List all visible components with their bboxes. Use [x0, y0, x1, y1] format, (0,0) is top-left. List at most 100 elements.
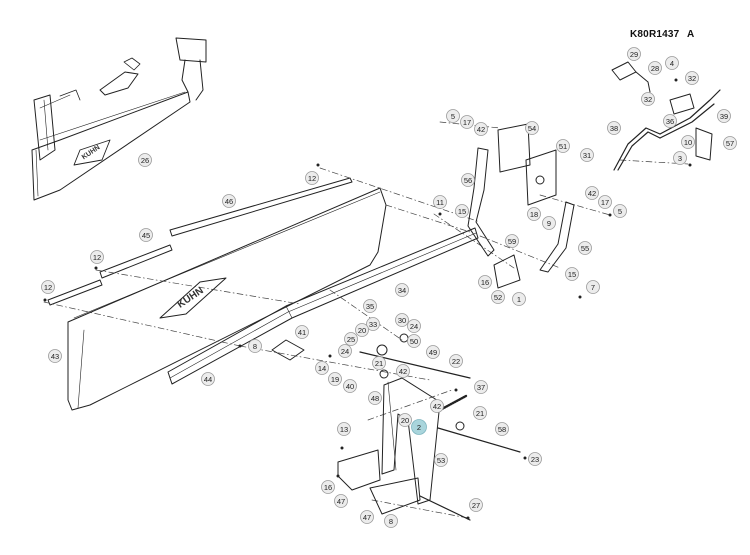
callout-21[interactable]: 21	[372, 356, 386, 370]
callout-15[interactable]: 15	[455, 204, 469, 218]
callout-bubble	[665, 56, 679, 70]
callout-48[interactable]: 48	[368, 391, 382, 405]
callout-24[interactable]: 24	[338, 344, 352, 358]
callout-number: 16	[324, 483, 332, 492]
callout-number: 15	[568, 270, 576, 279]
callout-43[interactable]: 43	[48, 349, 62, 363]
callout-56[interactable]: 56	[461, 173, 475, 187]
bracket-57	[695, 127, 713, 161]
callout-54[interactable]: 54	[525, 121, 539, 135]
callout-12[interactable]: 12	[90, 250, 104, 264]
callout-23[interactable]: 23	[528, 452, 542, 466]
callout-25[interactable]: 25	[344, 332, 358, 346]
callout-bubble	[469, 498, 483, 512]
callout-31[interactable]: 31	[580, 148, 594, 162]
callout-18[interactable]: 18	[527, 207, 541, 221]
callout-34[interactable]: 34	[395, 283, 409, 297]
callout-45[interactable]: 45	[139, 228, 153, 242]
callout-41[interactable]: 41	[295, 325, 309, 339]
callout-32[interactable]: 32	[685, 71, 699, 85]
callout-number: 19	[331, 375, 339, 384]
callout-4[interactable]: 4	[665, 56, 679, 70]
callout-8[interactable]: 8	[384, 514, 398, 528]
callout-12[interactable]: 12	[305, 171, 319, 185]
callout-11[interactable]: 11	[433, 195, 447, 209]
callout-58[interactable]: 58	[495, 422, 509, 436]
callout-38[interactable]: 38	[607, 121, 621, 135]
callout-42[interactable]: 42	[474, 122, 488, 136]
callout-35[interactable]: 35	[363, 299, 377, 313]
bracket-52	[493, 254, 521, 289]
callout-1[interactable]: 1	[512, 292, 526, 306]
callout-bubble	[398, 413, 412, 427]
callout-20[interactable]: 20	[398, 413, 412, 427]
alignment-lines	[43, 121, 689, 519]
callout-49[interactable]: 49	[426, 345, 440, 359]
callout-55[interactable]: 55	[578, 241, 592, 255]
callout-42[interactable]: 42	[585, 186, 599, 200]
callout-bubble	[201, 372, 215, 386]
support-beam	[167, 227, 479, 385]
callout-53[interactable]: 53	[434, 453, 448, 467]
callout-16[interactable]: 16	[478, 275, 492, 289]
callout-28[interactable]: 28	[648, 61, 662, 75]
callout-47[interactable]: 47	[360, 510, 374, 524]
callout-51[interactable]: 51	[556, 139, 570, 153]
callout-19[interactable]: 19	[328, 372, 342, 386]
callout-14[interactable]: 14	[315, 361, 329, 375]
callout-2[interactable]: 2	[411, 419, 427, 435]
callout-7[interactable]: 7	[586, 280, 600, 294]
callout-bubble	[384, 514, 398, 528]
callout-16[interactable]: 16	[321, 480, 335, 494]
callout-59[interactable]: 59	[505, 234, 519, 248]
callout-17[interactable]: 17	[598, 195, 612, 209]
callout-number: 11	[436, 198, 444, 207]
callout-3[interactable]: 3	[673, 151, 687, 165]
pedal-lever-56	[467, 147, 495, 257]
callout-47[interactable]: 47	[334, 494, 348, 508]
callout-42[interactable]: 42	[396, 364, 410, 378]
callout-52[interactable]: 52	[491, 290, 505, 304]
callout-24[interactable]: 24	[407, 319, 421, 333]
callout-17[interactable]: 17	[460, 115, 474, 129]
callout-44[interactable]: 44	[201, 372, 215, 386]
callout-27[interactable]: 27	[469, 498, 483, 512]
callout-37[interactable]: 37	[474, 380, 488, 394]
callout-5[interactable]: 5	[613, 204, 627, 218]
callout-5[interactable]: 5	[446, 109, 460, 123]
callout-22[interactable]: 22	[449, 354, 463, 368]
callout-number: 20	[358, 326, 366, 335]
callout-46[interactable]: 46	[222, 194, 236, 208]
callout-32[interactable]: 32	[641, 92, 655, 106]
callout-33[interactable]: 33	[366, 317, 380, 331]
callout-39[interactable]: 39	[717, 109, 731, 123]
callout-number: 56	[464, 176, 472, 185]
callout-29[interactable]: 29	[627, 47, 641, 61]
callout-20[interactable]: 20	[355, 323, 369, 337]
callout-57[interactable]: 57	[723, 136, 737, 150]
callout-12[interactable]: 12	[41, 280, 55, 294]
callout-number: 22	[452, 357, 460, 366]
callout-21[interactable]: 21	[473, 406, 487, 420]
callout-bubble	[580, 148, 594, 162]
callout-36[interactable]: 36	[663, 114, 677, 128]
plate-41	[271, 339, 305, 361]
callout-26[interactable]: 26	[138, 153, 152, 167]
callout-42[interactable]: 42	[430, 399, 444, 413]
left-strip	[99, 244, 173, 279]
callout-8[interactable]: 8	[248, 339, 262, 353]
callout-number: 20	[401, 416, 409, 425]
callout-number: 2	[417, 423, 421, 432]
callout-50[interactable]: 50	[407, 334, 421, 348]
callout-13[interactable]: 13	[337, 422, 351, 436]
callout-9[interactable]: 9	[542, 216, 556, 230]
callout-15[interactable]: 15	[565, 267, 579, 281]
callout-bubble	[315, 361, 329, 375]
callout-number: 4	[670, 59, 674, 68]
callout-30[interactable]: 30	[395, 313, 409, 327]
callout-10[interactable]: 10	[681, 135, 695, 149]
callout-40[interactable]: 40	[343, 379, 357, 393]
callout-bubble	[426, 345, 440, 359]
callout-number: 27	[472, 501, 480, 510]
